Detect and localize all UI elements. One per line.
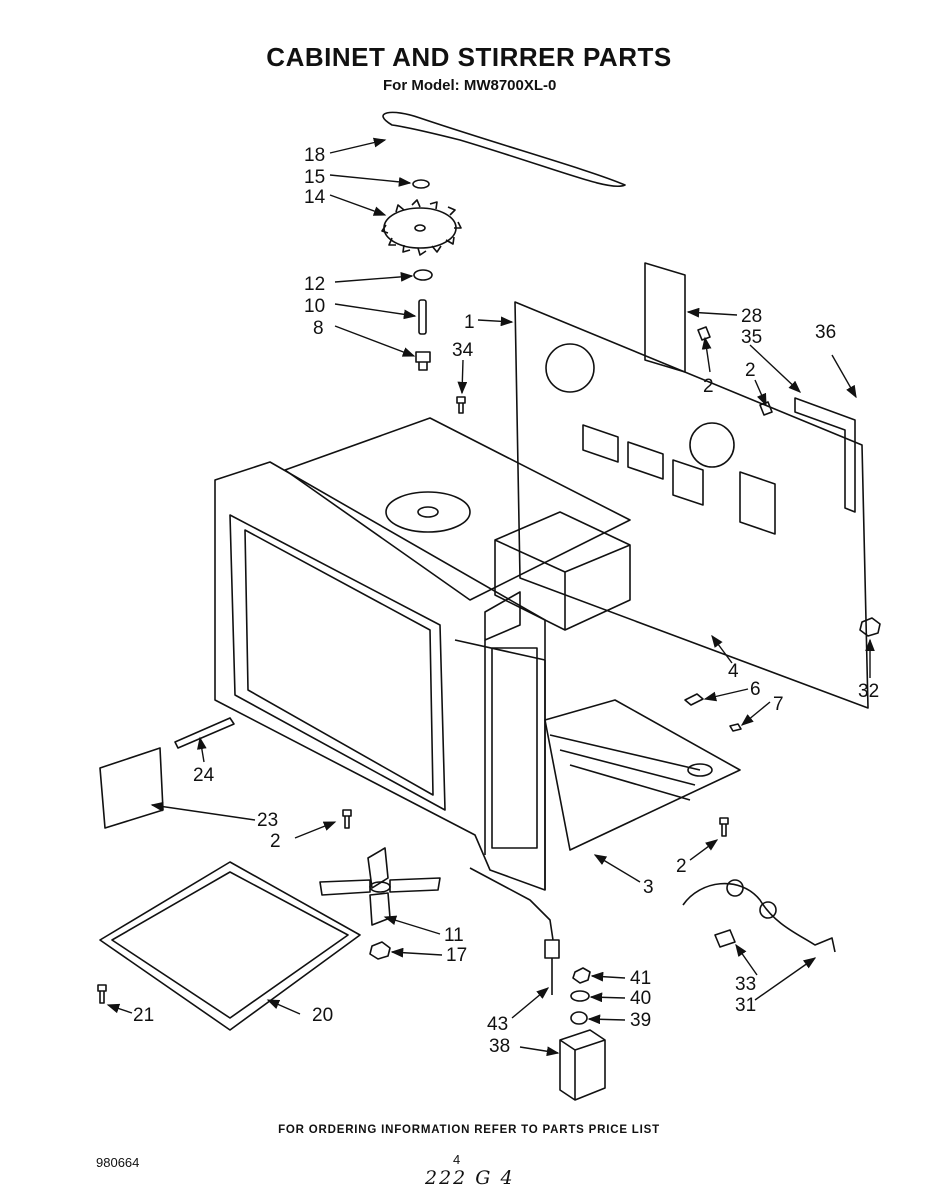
callout-24: 24: [193, 765, 215, 786]
callout-17: 17: [446, 945, 467, 966]
callout-2c: 2: [270, 831, 281, 852]
callout-14: 14: [304, 187, 326, 208]
mesh-part: [484, 591, 521, 641]
page-title: CABINET AND STIRRER PARTS: [266, 42, 672, 72]
document-number: 980664: [96, 1155, 140, 1170]
callout-20: 20: [312, 1005, 333, 1026]
ordering-note: FOR ORDERING INFORMATION REFER TO PARTS …: [278, 1124, 660, 1136]
callout-38: 38: [489, 1036, 510, 1057]
stirrer-blade-part: [381, 199, 462, 256]
model-subtitle: For Model: MW8700XL-0: [383, 77, 557, 94]
callout-8: 8: [313, 318, 324, 339]
power-cord-part: [682, 882, 836, 953]
bracket-part: [794, 397, 856, 513]
nut-part: [859, 617, 881, 637]
callout-7: 7: [773, 694, 784, 715]
nut-part-41: [572, 967, 591, 984]
magnetron-part: [494, 511, 631, 631]
cover-plate-part: [644, 262, 686, 373]
callout-3: 3: [643, 877, 654, 898]
callout-2d: 2: [676, 856, 687, 877]
page-number: 4: [453, 1152, 461, 1167]
callout-6: 6: [750, 679, 761, 700]
screw-part-7: [729, 723, 742, 732]
screw-part-2d: [719, 817, 729, 837]
callout-41: 41: [630, 968, 651, 989]
callout-31: 31: [735, 995, 756, 1016]
shaft-part: [418, 299, 427, 335]
fan-part: [319, 847, 441, 926]
callout-1: 1: [464, 312, 475, 333]
callout-12: 12: [304, 274, 325, 295]
washer-part-40: [570, 990, 590, 1002]
callout-34: 34: [452, 340, 474, 361]
clip-part-33: [714, 929, 736, 948]
washer-part: [413, 269, 433, 281]
washer-part-39: [570, 1011, 588, 1025]
callout-39: 39: [630, 1010, 651, 1031]
callout-2b: 2: [745, 360, 756, 381]
screw-part-2c: [342, 809, 352, 829]
callout-4: 4: [728, 661, 739, 682]
clip-part: [412, 179, 430, 189]
callout-28: 28: [741, 306, 762, 327]
callout-18: 18: [304, 145, 325, 166]
callout-10: 10: [304, 296, 325, 317]
panel-part: [99, 747, 164, 829]
probe-part: [469, 867, 560, 995]
callout-11: 11: [444, 925, 464, 946]
stirrer-belt-part: [382, 111, 626, 188]
callout-32: 32: [858, 681, 879, 702]
nut-part-17: [369, 941, 391, 960]
clip-part-6: [684, 693, 704, 706]
callout-33: 33: [735, 974, 756, 995]
sensor-block-part: [559, 1029, 606, 1101]
cabinet-top-part: [284, 417, 631, 601]
callout-15: 15: [304, 167, 325, 188]
callout-43: 43: [487, 1014, 508, 1035]
screw-part: [456, 396, 466, 414]
callout-35: 35: [741, 327, 762, 348]
bushing-part: [415, 351, 431, 371]
bottom-tray-part: [99, 861, 361, 1031]
rear-panel-part: [514, 301, 869, 709]
front-frame-part: [214, 461, 546, 891]
callout-2a: 2: [703, 376, 714, 397]
latch-part: [174, 717, 235, 749]
callout-23: 23: [257, 810, 278, 831]
callout-21: 21: [133, 1005, 154, 1026]
cabinet-bottom-part: [544, 699, 741, 851]
callout-40: 40: [630, 988, 651, 1009]
foot-part: [97, 984, 107, 1004]
callout-36: 36: [815, 322, 836, 343]
handwritten-note: 222 G 4: [425, 1167, 515, 1189]
screw-part-2a: [697, 326, 711, 341]
